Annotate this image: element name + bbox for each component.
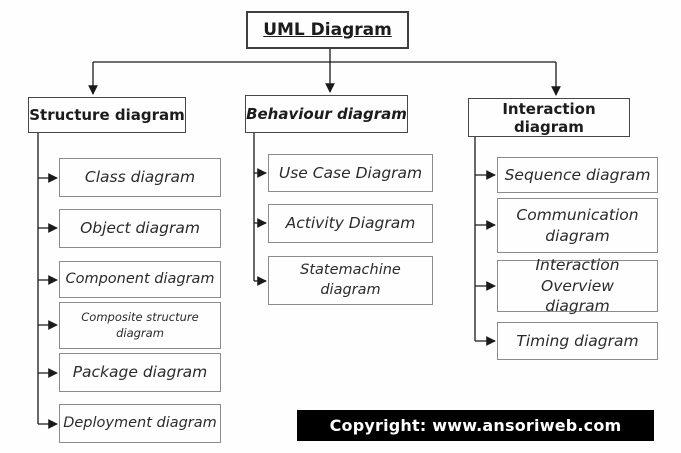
- category-box-interaction: Interaction diagram: [468, 98, 630, 137]
- node-interaction-overview-diagram: Interaction Overview diagram: [497, 256, 658, 315]
- node-label: Deployment diagram: [63, 414, 217, 431]
- category-box-behaviour: Behaviour diagram: [245, 95, 408, 133]
- node-label: Statemachine diagram: [300, 261, 401, 298]
- node-communication-diagram: Communication diagram: [497, 198, 658, 253]
- node-label: Composite structure diagram: [81, 309, 199, 340]
- node-label: Communication diagram: [516, 205, 639, 245]
- copyright-text: Copyright: www.ansoriweb.com: [329, 416, 622, 435]
- node-component-diagram: Component diagram: [59, 261, 221, 298]
- node-object-diagram: Object diagram: [59, 209, 221, 248]
- node-sequence-diagram: Sequence diagram: [497, 157, 658, 193]
- copyright-bar: Copyright: www.ansoriweb.com: [297, 410, 654, 441]
- node-use-case-diagram: Use Case Diagram: [268, 154, 433, 192]
- root-rail-line: [93, 49, 556, 63]
- node-label: Sequence diagram: [504, 165, 651, 184]
- uml-root-box: UML Diagram: [246, 11, 409, 49]
- node-activity-diagram: Activity Diagram: [268, 204, 433, 243]
- node-class-diagram: Class diagram: [59, 158, 221, 197]
- node-statemachine-diagram: Statemachine diagram: [268, 256, 433, 305]
- node-label: Object diagram: [80, 219, 200, 238]
- node-label: Interaction Overview diagram: [535, 255, 620, 316]
- node-composite-structure-diagram: Composite structure diagram: [59, 302, 221, 349]
- category-label: Structure diagram: [29, 106, 185, 124]
- node-label: Timing diagram: [516, 331, 639, 350]
- uml-root-label: UML Diagram: [263, 20, 392, 40]
- category-label: Interaction diagram: [502, 99, 596, 136]
- category-box-structure: Structure diagram: [28, 97, 186, 133]
- node-label: Class diagram: [84, 168, 196, 187]
- node-deployment-diagram: Deployment diagram: [59, 404, 221, 443]
- node-package-diagram: Package diagram: [59, 353, 221, 392]
- category-label: Behaviour diagram: [246, 105, 407, 123]
- node-label: Use Case Diagram: [278, 163, 423, 182]
- node-label: Activity Diagram: [285, 214, 416, 233]
- node-label: Component diagram: [65, 270, 215, 287]
- node-timing-diagram: Timing diagram: [497, 322, 658, 360]
- node-label: Package diagram: [72, 363, 208, 382]
